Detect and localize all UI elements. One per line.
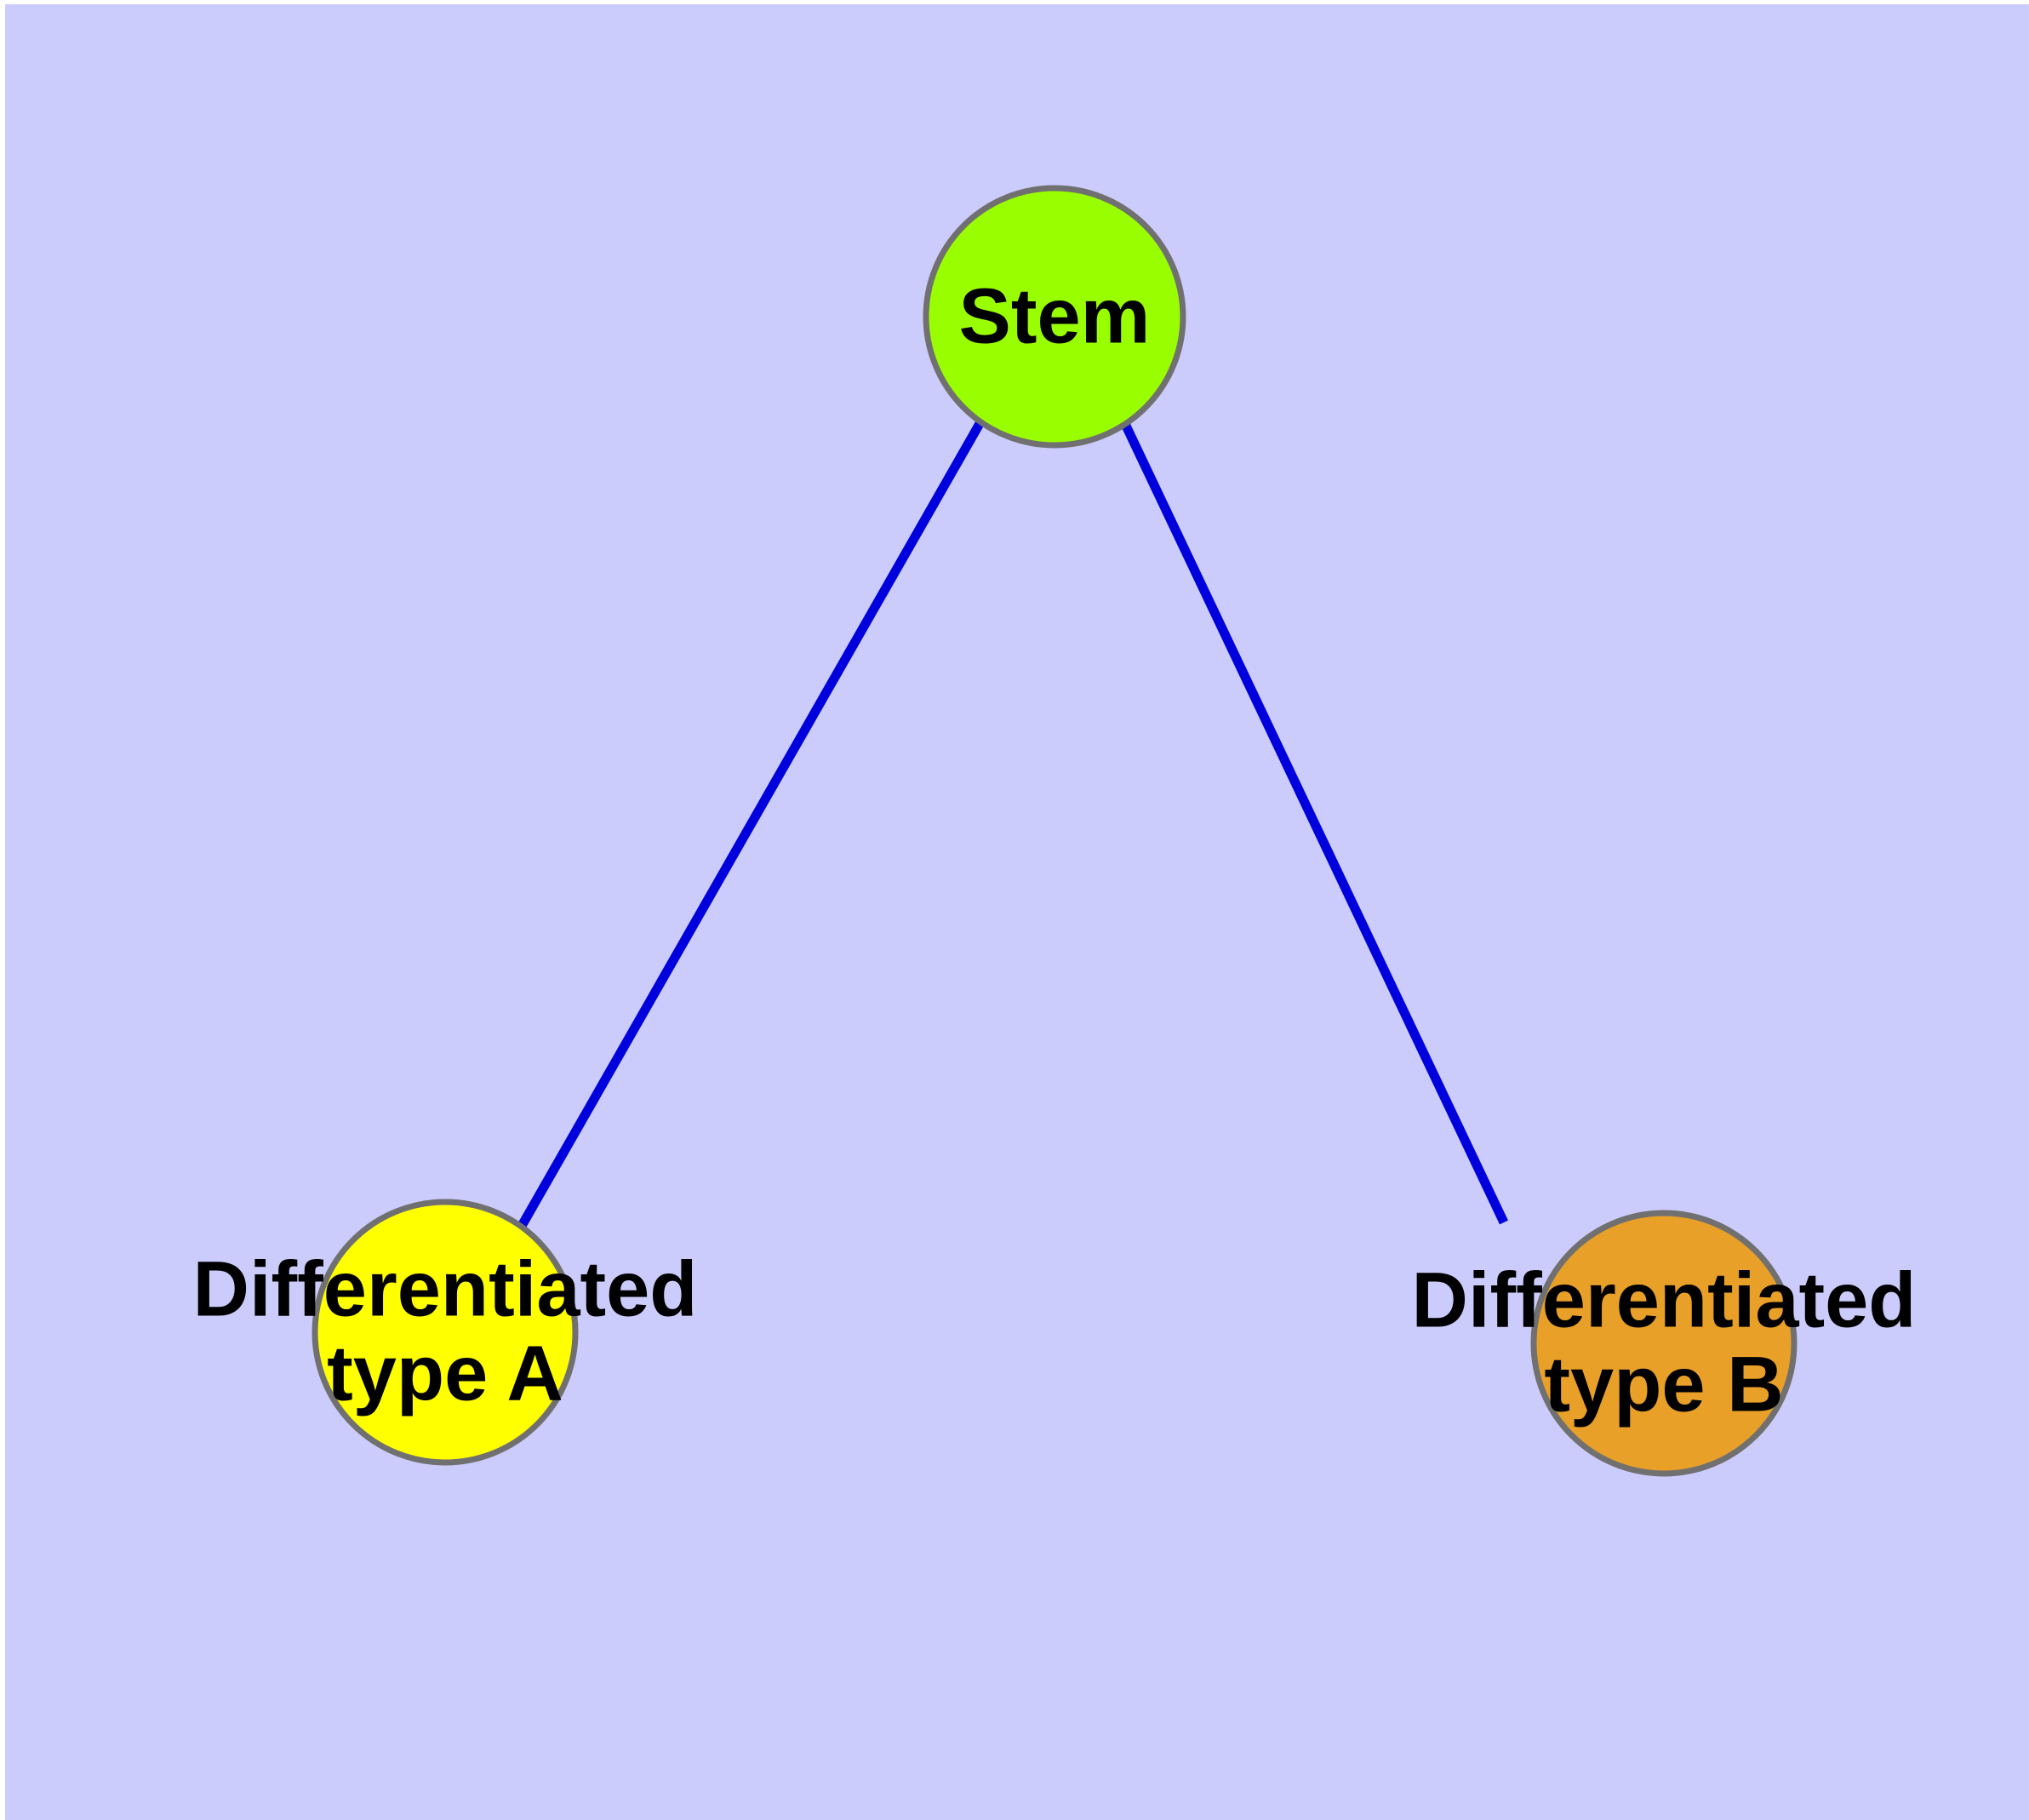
nodes-layer xyxy=(311,185,1798,1477)
graph-edge-stem-to-b xyxy=(1121,421,1508,1225)
graph-edge-stem-to-a xyxy=(517,420,985,1228)
graph-node-diff-a[interactable] xyxy=(311,1199,579,1466)
graph-node-diff-b[interactable] xyxy=(1530,1210,1798,1477)
edges-layer xyxy=(517,420,1508,1228)
graph-node-stem[interactable] xyxy=(923,185,1186,449)
